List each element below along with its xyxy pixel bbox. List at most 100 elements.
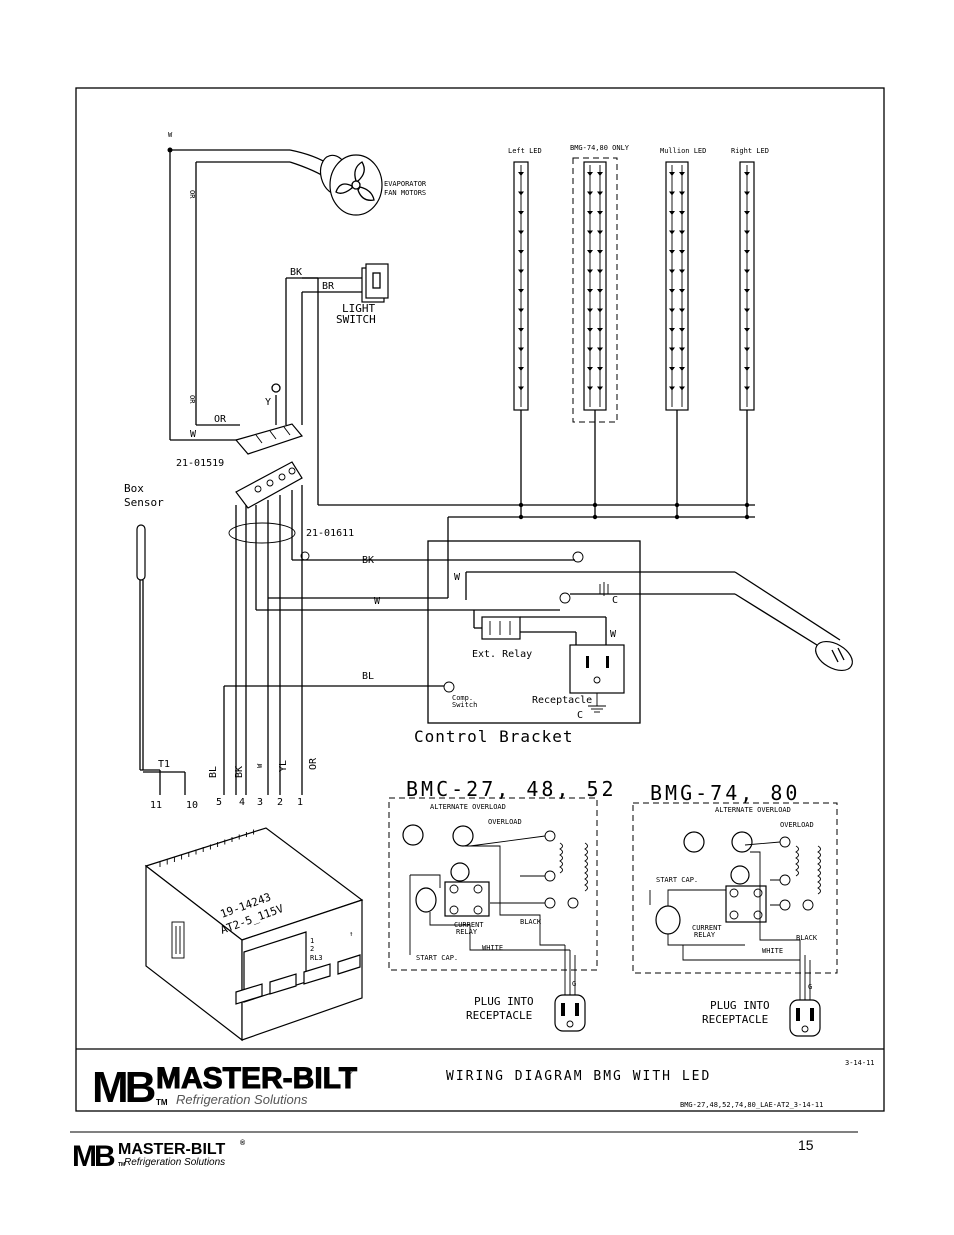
controller-button-1[interactable]: [235, 983, 263, 1005]
bmg-black: BLACK: [796, 934, 818, 942]
controller-button-2[interactable]: [269, 973, 297, 995]
control-bracket: BK W W C: [223, 540, 853, 795]
bmc-current-relay-icon: [444, 881, 490, 917]
controller-button-4[interactable]: [337, 954, 361, 975]
footer-brand: MASTER-BILT: [118, 1141, 225, 1158]
bmg-title: BMG-74, 80: [650, 781, 800, 805]
control-bracket-box: [427, 540, 641, 724]
svg-text:MB: MB: [92, 1063, 155, 1112]
connector-21-01519: Y OR W 21-01519: [170, 383, 304, 469]
bmc-start-cap: START CAP.: [416, 954, 458, 962]
label-w-receptacle: W: [610, 629, 617, 640]
label-or-term: OR: [308, 757, 319, 770]
drawing-date: 3-14-11: [845, 1059, 875, 1067]
label-w-term: W: [256, 763, 264, 768]
bmg-white: WHITE: [762, 947, 783, 955]
title-tagline: Refrigeration Solutions: [176, 1092, 308, 1107]
drawing-title: WIRING DIAGRAM BMG WITH LED: [446, 1069, 711, 1084]
label-or-mid: OR: [188, 395, 196, 404]
label-w-top: W: [168, 131, 173, 139]
bmc-overload: OVERLOAD: [488, 818, 522, 826]
footer-registered: ®: [240, 1139, 246, 1147]
bmc-box: [388, 797, 598, 971]
fan-motor-icon: [319, 154, 383, 216]
comp-switch-icon: [443, 681, 455, 693]
ext-relay-icon: [481, 616, 521, 640]
page-number: 15: [798, 1137, 814, 1153]
bmg-start-cap-icon: [655, 905, 681, 935]
label-w-ctrl: W: [374, 596, 381, 607]
led-label-right: Right LED: [731, 147, 769, 155]
bmg-alt-overload: ALTERNATE OVERLOAD: [715, 806, 791, 814]
controller-light-rl3: RL3: [310, 954, 323, 962]
terminal-strip: T1 BL BK W YL OR 11 10 5 4 3 2 1: [150, 757, 319, 811]
label-w-bracket: W: [454, 572, 461, 583]
terminal-5: 5: [216, 797, 222, 808]
title-block: MB MASTER-BILT ® TM Refrigeration Soluti…: [92, 1059, 875, 1112]
terminal-4: 4: [239, 797, 245, 808]
led-label-mullion: Mullion LED: [660, 147, 706, 155]
bmg-schematic: BMG-74, 80 ALTERNATE OVERLOAD OVERLOAD S…: [632, 781, 838, 1037]
bmc-black: BLACK: [520, 918, 542, 926]
led-label-left: Left LED: [508, 147, 542, 155]
label-bk-light: BK: [290, 267, 302, 278]
label-w-left: W: [190, 429, 197, 440]
footer-tm: TM: [118, 1162, 125, 1168]
led-label-bmg-only: BMG-74,80 ONLY: [570, 144, 630, 152]
led-strip-mullion: [665, 161, 689, 520]
title-brand: MASTER-BILT: [156, 1062, 357, 1095]
svg-text:MB: MB: [72, 1140, 115, 1173]
power-plug-icon: [815, 640, 853, 672]
drawing-number: BMG-27,48,52,74,80_LAE-AT2_3-14-11: [680, 1101, 823, 1109]
label-yl-term: YL: [278, 760, 289, 772]
footer-tagline: Refrigeration Solutions: [124, 1157, 225, 1168]
bmc-white: WHITE: [482, 944, 503, 952]
label-c-bracket: C: [612, 595, 618, 606]
bmc-plug-icon: [554, 994, 586, 1032]
terminal-1: 1: [297, 797, 303, 808]
title-registered: ®: [346, 1066, 353, 1076]
controller-light-1: 1: [310, 937, 314, 945]
terminal-11: 11: [150, 800, 162, 811]
label-bk-term: BK: [234, 766, 245, 778]
master-bilt-logo: MB MASTER-BILT ® TM Refrigeration Soluti…: [92, 1062, 358, 1113]
sensor-probe-icon: [136, 524, 146, 581]
bmg-box: [632, 802, 838, 974]
bmg-current-relay-icon: [725, 885, 767, 923]
bmc-ground: G: [572, 980, 576, 988]
label-c-receptacle: C: [577, 710, 583, 721]
title-tm: TM: [156, 1098, 168, 1107]
receptacle-label: Receptacle: [532, 695, 592, 706]
led-strips: Left LED BMG-74,80 ONLY Mullion LED Righ…: [302, 144, 769, 598]
label-bl-term: BL: [208, 766, 219, 778]
controller-thermo-icon: ↑: [349, 930, 353, 938]
label-bl-ctrl: BL: [362, 671, 374, 682]
bmc-start-cap-icon: [415, 887, 437, 913]
part-21-01519: 21-01519: [176, 458, 224, 469]
label-t1: T1: [158, 759, 170, 770]
ext-relay-label: Ext. Relay: [472, 649, 532, 660]
label-y-mid: Y: [265, 397, 271, 408]
connector-w-icon: [559, 592, 571, 604]
label-or-left: OR: [214, 414, 227, 425]
controller-unit: 19-14243 AT2-5_115V 1 2 RL3 ↑: [144, 827, 364, 1042]
bmc-overload-icon: [452, 825, 474, 847]
bmc-alt-overload: ALTERNATE OVERLOAD: [430, 803, 506, 811]
controller-button-3[interactable]: [303, 963, 331, 985]
terminal-2: 2: [277, 797, 283, 808]
connector-21-01611: 21-01611: [228, 461, 354, 795]
led-strip-bmg: [583, 161, 607, 520]
bmg-overload-icon: [731, 831, 753, 853]
light-switch-icon: [361, 263, 389, 303]
led-strip-right: [739, 161, 755, 520]
label-or-top: OR: [188, 190, 196, 199]
